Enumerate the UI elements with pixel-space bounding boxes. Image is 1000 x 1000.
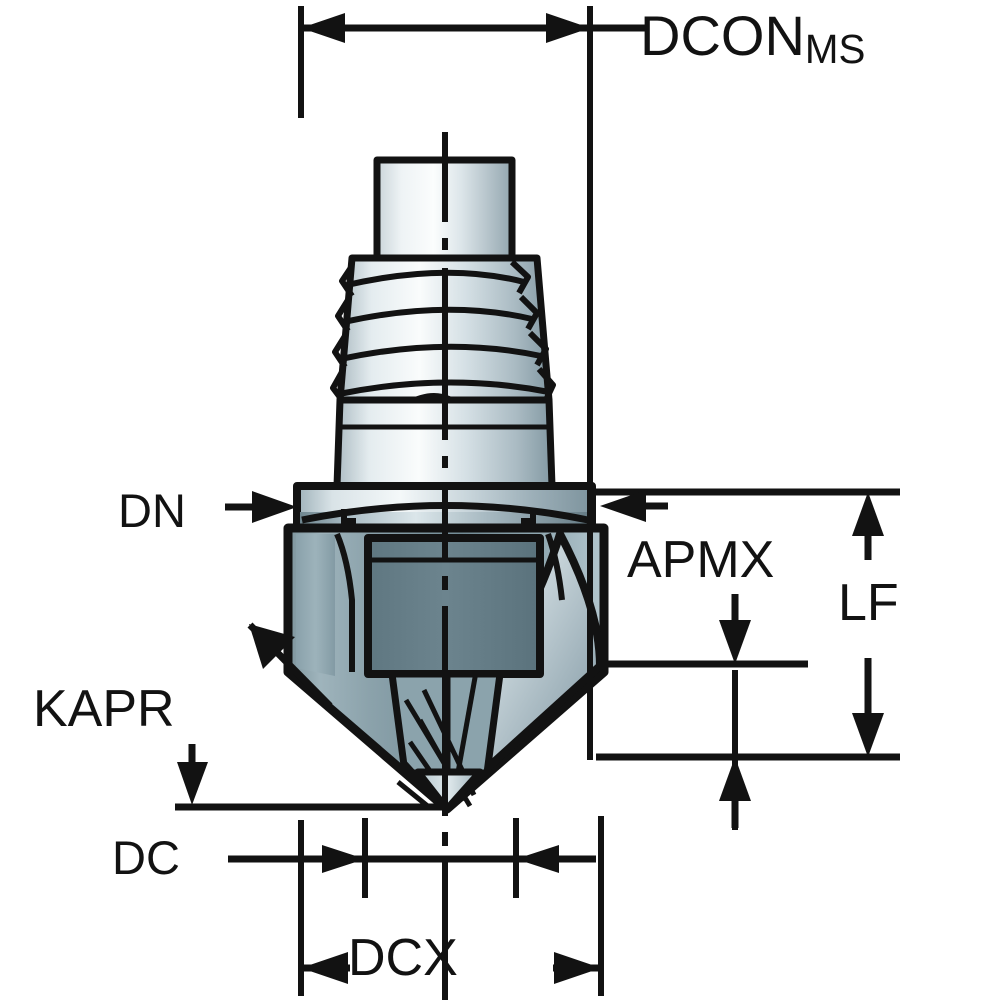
dimension-label-dcx: DCX — [348, 929, 458, 987]
tool-tip — [414, 768, 484, 813]
thread-profile-left — [330, 264, 355, 402]
dimension-dn — [225, 490, 668, 523]
dcon-subscript-text: MS — [804, 26, 866, 73]
arrow-down-icon — [177, 762, 208, 805]
dimension-label-kapr: KAPR — [33, 680, 175, 738]
dimension-label-dc: DC — [112, 831, 180, 884]
dimension-label-dcon-ms: DCONMS — [640, 8, 865, 70]
dimension-dc — [228, 845, 596, 873]
arrow-right-icon — [554, 952, 601, 984]
dimension-label-lf: LF — [838, 574, 899, 632]
insert-pocket — [364, 534, 544, 678]
cone-inner-edges — [334, 532, 565, 672]
collar-keyslots — [341, 509, 536, 524]
arrow-down-icon — [852, 713, 884, 757]
arrow-up-icon — [719, 757, 751, 801]
dimension-kapr — [177, 622, 333, 805]
arrow-left-icon — [301, 13, 345, 43]
dimension-label-dn: DN — [118, 484, 186, 537]
thread-profile-right — [509, 259, 556, 402]
arrow-right-icon — [252, 491, 297, 523]
arrow-left-icon — [301, 952, 348, 984]
dimension-dcon-ms — [301, 13, 648, 43]
arrow-right-icon — [322, 845, 365, 873]
dcon-main-text: DCON — [640, 4, 805, 67]
dimension-lf — [852, 492, 884, 757]
dimension-apmx — [719, 594, 751, 828]
arrow-diagonal-icon — [249, 624, 295, 669]
dimension-dcx — [301, 952, 601, 984]
arrow-right-icon — [546, 13, 590, 43]
cone-left-face — [296, 534, 335, 676]
dimension-label-apmx: APMX — [627, 531, 775, 589]
reference-lines — [175, 488, 900, 811]
arrow-up-icon — [852, 492, 884, 536]
arrow-down-icon — [719, 620, 751, 664]
arrow-left-icon — [600, 490, 646, 522]
